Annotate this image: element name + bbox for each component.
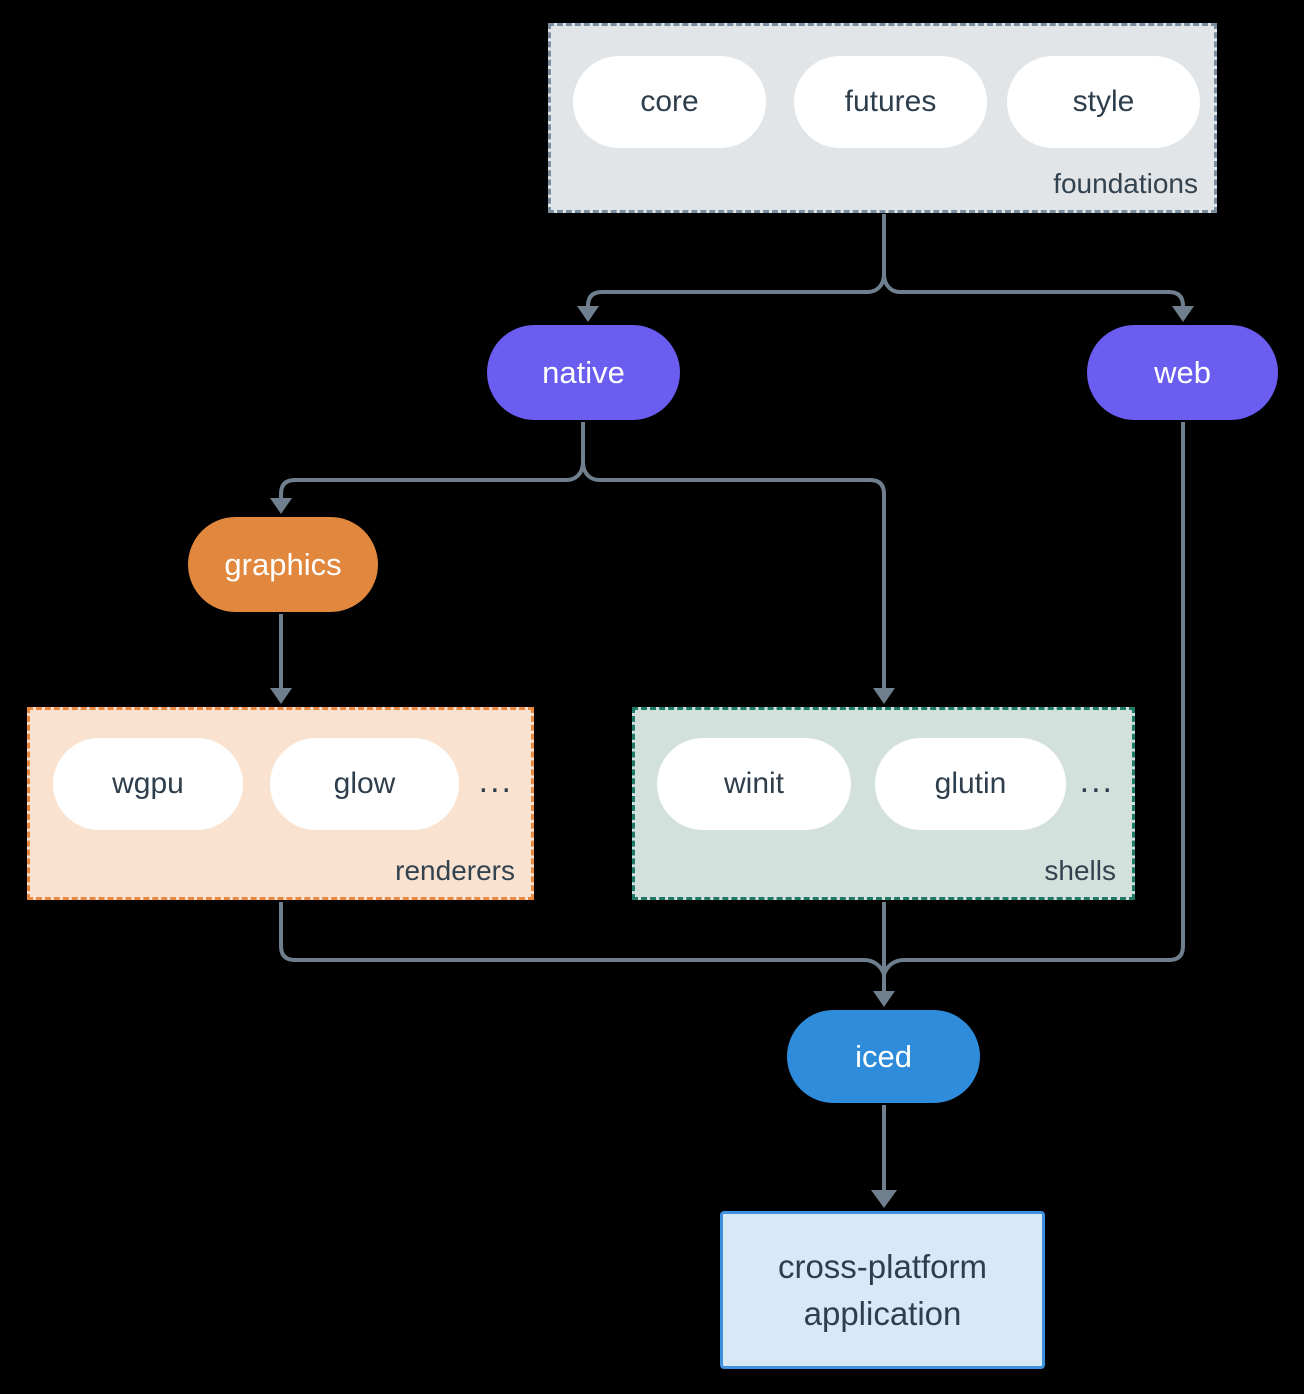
- arrowhead-shells: [873, 688, 895, 704]
- arrowhead-native: [577, 306, 599, 322]
- node-native: native: [487, 325, 680, 420]
- node-futures: futures: [794, 56, 987, 148]
- node-core-label: core: [640, 85, 699, 118]
- arrowhead-iced: [873, 991, 895, 1007]
- node-core: core: [573, 56, 766, 148]
- node-web-label: web: [1154, 354, 1211, 390]
- edge-web-iced: [882, 422, 1185, 975]
- application-label-line2: application: [803, 1295, 962, 1332]
- node-web: web: [1087, 325, 1278, 420]
- node-native-label: native: [542, 354, 625, 390]
- foundations-group: core futures style foundations: [548, 23, 1217, 213]
- node-winit: winit: [657, 738, 851, 830]
- edge-native-graphics: [279, 461, 585, 498]
- foundations-group-label: foundations: [1053, 168, 1198, 199]
- renderers-group-label: renderers: [395, 855, 515, 886]
- edge-foundations-web: [882, 273, 1185, 307]
- arrowhead-web: [1172, 306, 1194, 322]
- node-cross-platform-application: cross-platform application: [720, 1211, 1045, 1369]
- arrowhead-graphics: [270, 498, 292, 514]
- node-glutin: glutin: [875, 738, 1066, 830]
- shells-ellipsis: ...: [1079, 762, 1114, 800]
- node-winit-label: winit: [723, 767, 784, 800]
- node-wgpu: wgpu: [53, 738, 243, 830]
- node-iced-label: iced: [855, 1038, 912, 1074]
- shells-group: winit glutin ... shells: [632, 707, 1135, 900]
- node-graphics: graphics: [188, 517, 378, 612]
- node-wgpu-label: wgpu: [112, 767, 184, 800]
- node-style: style: [1007, 56, 1200, 148]
- edge-renderers-iced: [279, 902, 886, 975]
- arrowhead-application: [871, 1190, 897, 1208]
- node-glutin-label: glutin: [934, 767, 1007, 800]
- node-futures-label: futures: [844, 85, 937, 118]
- renderers-ellipsis: ...: [478, 762, 513, 800]
- edge-native-shells: [581, 461, 886, 688]
- edge-foundations-native: [586, 273, 886, 307]
- node-iced: iced: [787, 1010, 980, 1103]
- node-graphics-label: graphics: [224, 546, 342, 582]
- node-glow-label: glow: [333, 767, 396, 800]
- node-style-label: style: [1072, 85, 1135, 118]
- shells-group-label: shells: [1044, 855, 1116, 886]
- renderers-group: wgpu glow ... renderers: [27, 707, 534, 900]
- node-glow: glow: [270, 738, 459, 830]
- arrowhead-renderers: [270, 688, 292, 704]
- application-label-line1: cross-platform: [777, 1248, 988, 1285]
